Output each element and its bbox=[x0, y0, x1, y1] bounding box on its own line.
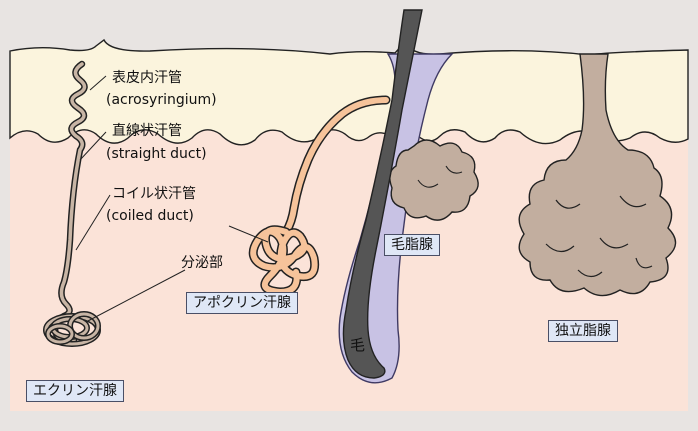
label-hair: 毛 bbox=[350, 338, 365, 353]
label-apocrine-gland: アポクリン汗腺 bbox=[186, 292, 298, 314]
label-acrosyringium: (acrosyringium) bbox=[106, 93, 217, 107]
label-straight-duct-jp: 直線状汗管 bbox=[112, 124, 182, 138]
label-coiled-duct-en: (coiled duct) bbox=[106, 209, 194, 223]
label-straight-duct-en: (straight duct) bbox=[106, 147, 207, 161]
label-eccrine-gland: エクリン汗腺 bbox=[26, 380, 124, 402]
label-epidermal-duct: 表皮内汗管 bbox=[112, 71, 182, 85]
label-secretory-portion: 分泌部 bbox=[181, 256, 223, 270]
label-coiled-duct-jp: コイル状汗管 bbox=[112, 187, 196, 201]
label-hair-sebaceous-gland: 毛脂腺 bbox=[384, 234, 440, 256]
label-independent-sebaceous-gland: 独立脂腺 bbox=[548, 320, 618, 342]
